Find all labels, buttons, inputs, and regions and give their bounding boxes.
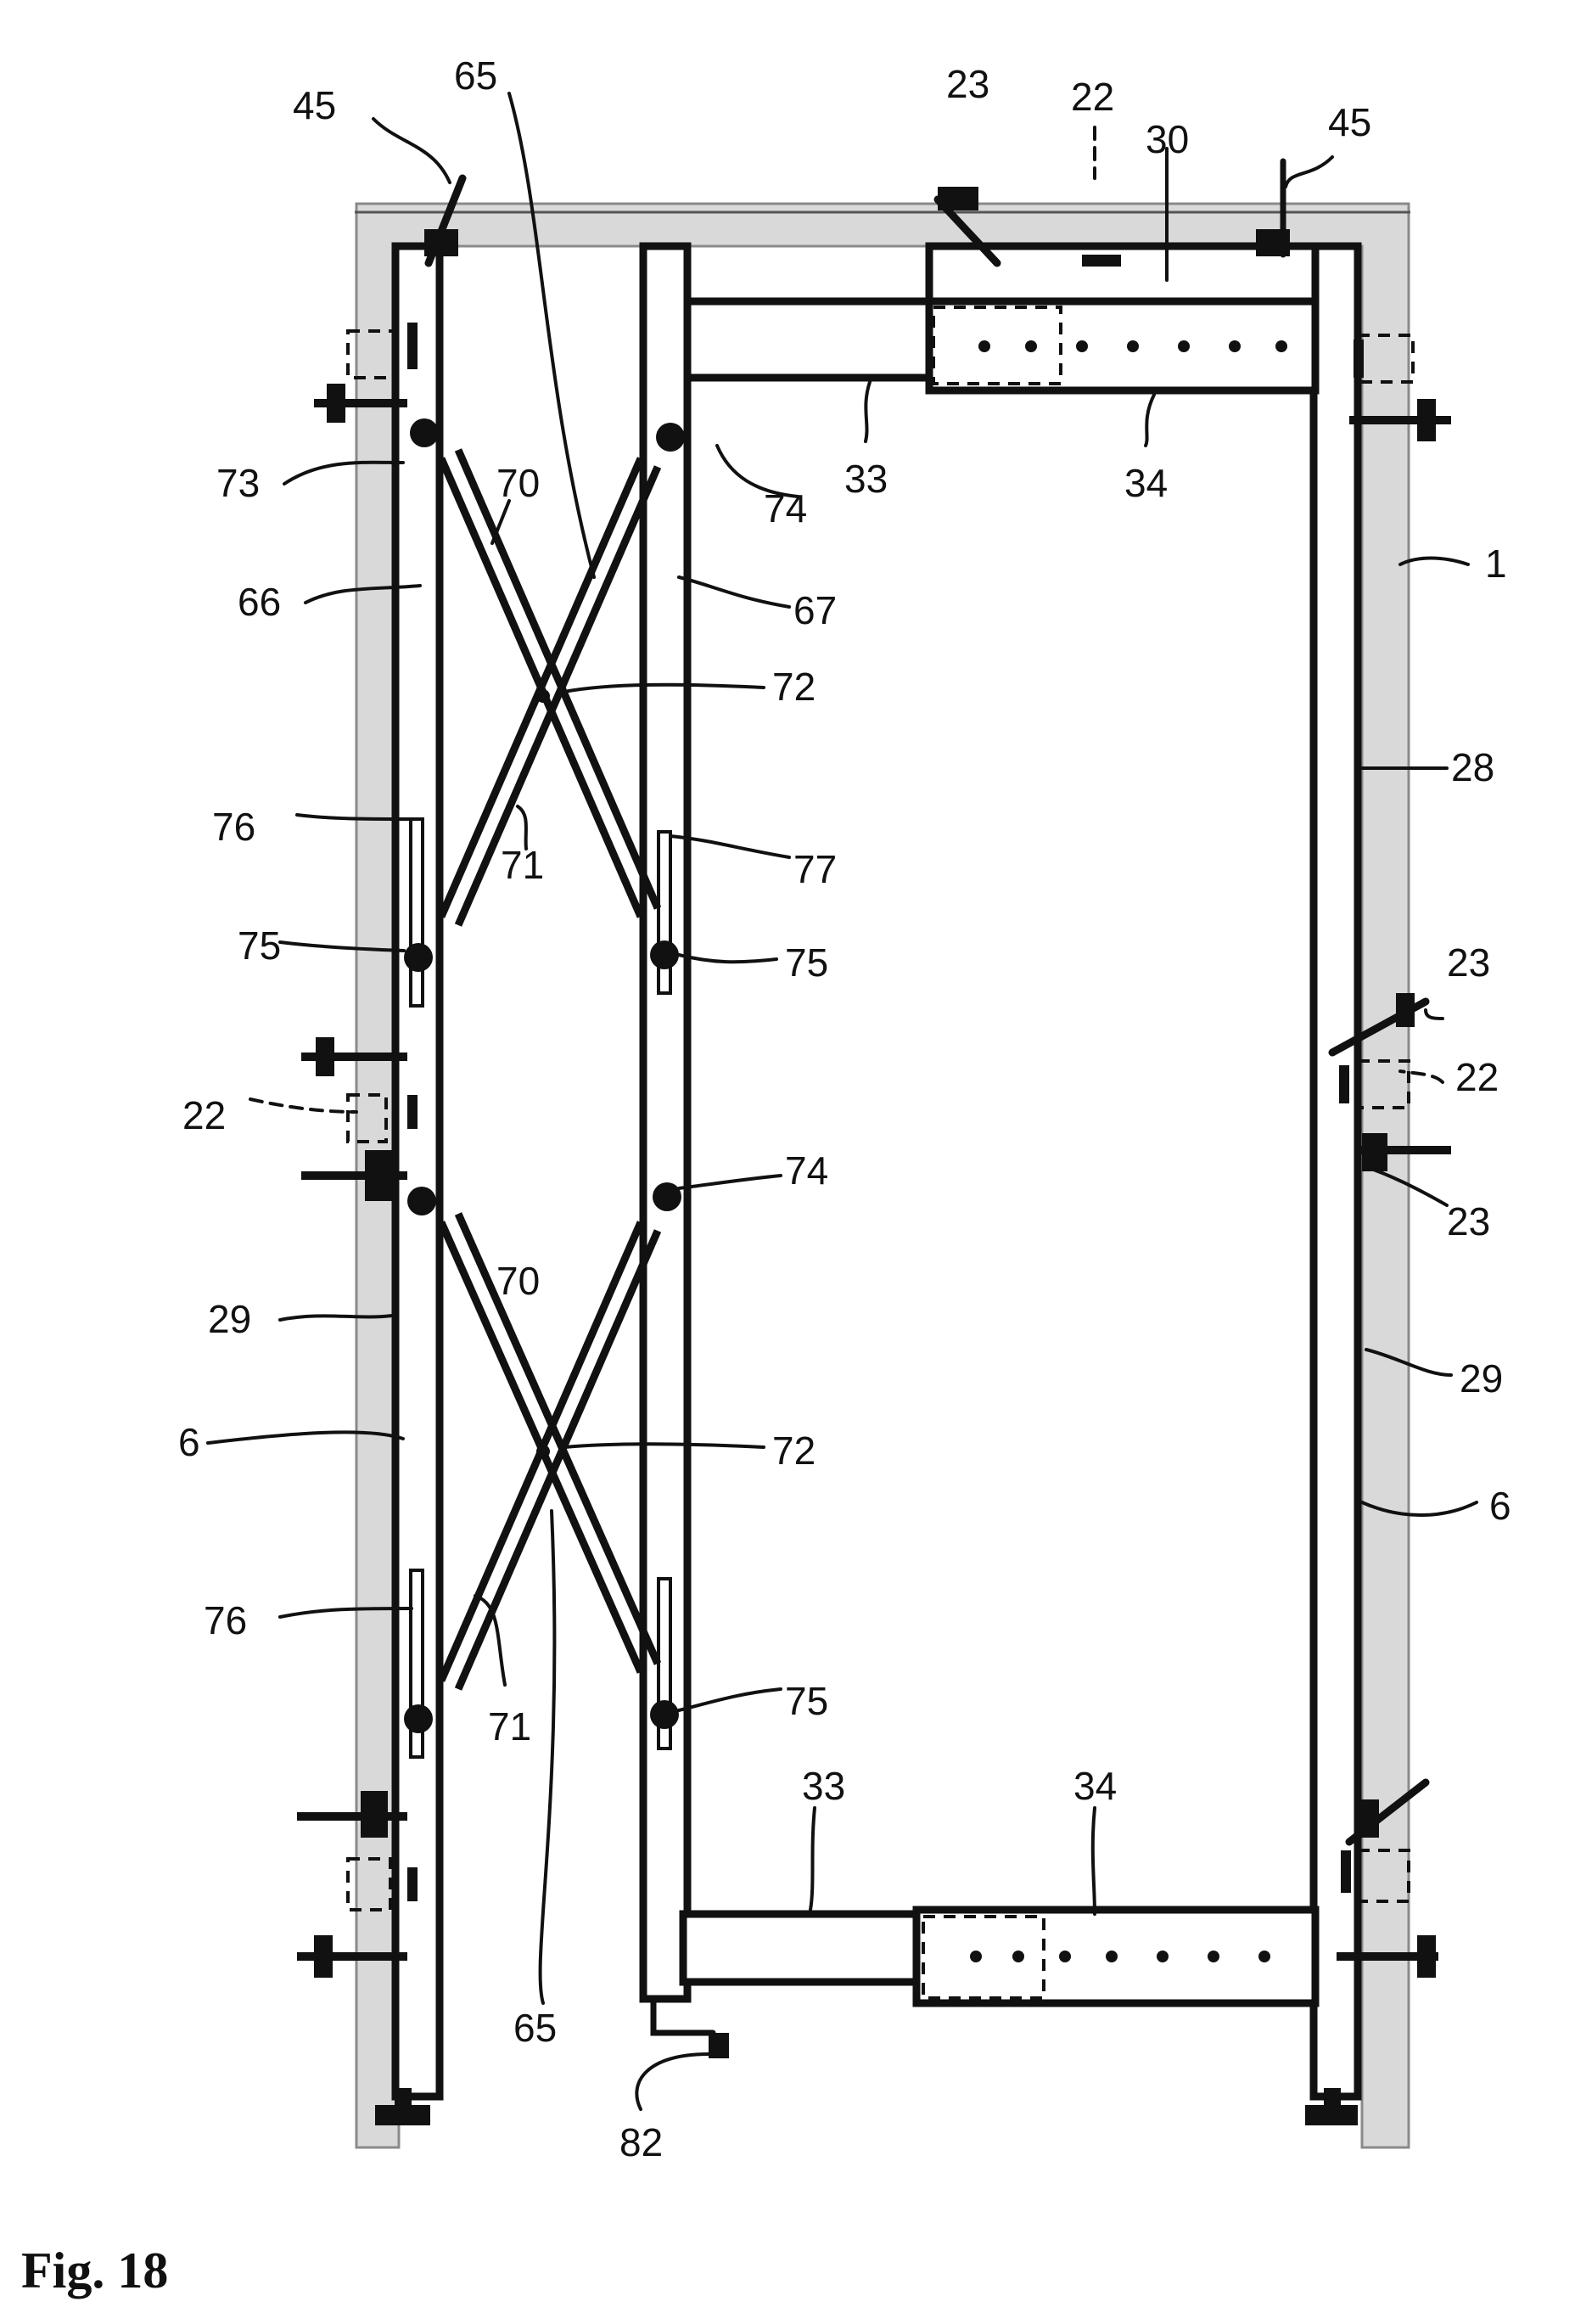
label-34-bottom: 34: [1073, 1764, 1117, 1808]
label-33-top: 33: [844, 457, 888, 501]
label-33-bottom: 33: [802, 1764, 845, 1808]
label-75-right-upper: 75: [785, 940, 828, 985]
label-67: 67: [793, 588, 837, 632]
label-28: 28: [1451, 745, 1494, 789]
label-76-lower: 76: [204, 1598, 247, 1642]
label-77: 77: [793, 847, 837, 891]
label-23-right-upper: 23: [1447, 940, 1490, 985]
adjust-foot: [653, 1999, 713, 2033]
label-22-left: 22: [182, 1093, 226, 1137]
label-73: 73: [216, 461, 260, 505]
label-75-lower: 75: [785, 1679, 828, 1723]
label-66: 66: [238, 580, 281, 624]
bottom-telescoping-arm: [683, 1910, 1315, 2003]
label-74-lower: 74: [785, 1148, 828, 1193]
label-65-bottom: 65: [513, 2006, 557, 2050]
label-34-top: 34: [1124, 461, 1168, 505]
label-65-top: 65: [454, 53, 497, 98]
label-6-left: 6: [178, 1420, 200, 1464]
label-29-left: 29: [208, 1297, 251, 1341]
label-82: 82: [619, 2120, 663, 2164]
label-70-upper: 70: [496, 461, 540, 505]
label-23-right-lower: 23: [1447, 1199, 1490, 1243]
label-76-upper: 76: [212, 805, 255, 849]
label-29-right: 29: [1460, 1356, 1503, 1401]
label-45-left: 45: [293, 83, 336, 127]
label-72-upper: 72: [772, 665, 816, 709]
figure-caption: Fig. 18: [21, 2243, 168, 2299]
label-75-left-upper: 75: [238, 923, 281, 968]
upper-scissor-brace: [441, 450, 658, 925]
label-22-top: 22: [1071, 75, 1114, 119]
left-inner-post: [643, 246, 687, 1999]
label-45-right: 45: [1328, 100, 1371, 144]
label-72-lower: 72: [772, 1429, 816, 1473]
label-74-upper: 74: [764, 486, 807, 530]
label-23-top: 23: [946, 62, 989, 106]
label-30: 30: [1146, 117, 1189, 161]
label-71-upper: 71: [501, 843, 544, 887]
right-frame-post: [1314, 246, 1358, 2097]
label-22-right: 22: [1455, 1055, 1499, 1099]
label-70-lower: 70: [496, 1259, 540, 1303]
label-71-lower: 71: [488, 1704, 531, 1749]
label-1: 1: [1485, 542, 1507, 586]
label-6-right: 6: [1489, 1484, 1511, 1528]
